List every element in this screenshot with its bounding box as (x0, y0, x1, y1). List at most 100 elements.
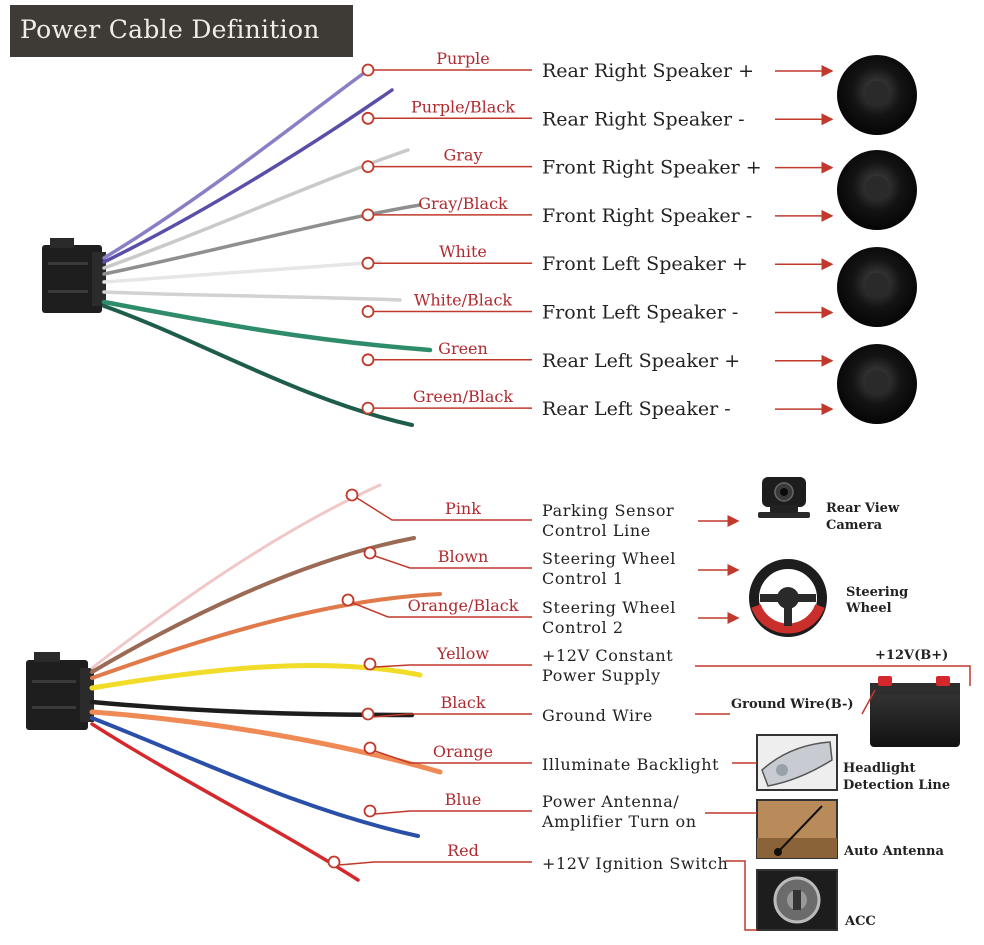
wire-color-label: Purple (436, 49, 490, 68)
camera-icon (758, 477, 810, 518)
power-function-label: Amplifier Turn on (541, 812, 697, 831)
line-12v-constant (695, 665, 971, 686)
power-function-label: Control 2 (542, 618, 624, 637)
wire-pink (90, 483, 382, 670)
connection-marker (327, 855, 341, 869)
connection-marker (341, 593, 355, 607)
wire-color-label: Blue (445, 790, 482, 809)
ignition-icon (756, 869, 838, 931)
connection-marker (361, 707, 375, 721)
speaker-icon-front-left (837, 247, 917, 327)
wire-color-label: Gray/Black (418, 194, 508, 213)
power-function-label: Ground Wire (542, 706, 653, 725)
headlight-icon (756, 734, 838, 791)
speaker-function-label: Rear Right Speaker + (542, 60, 754, 82)
wire-white (102, 260, 382, 284)
battery-ground-label: Ground Wire(B-) (731, 697, 854, 712)
connection-marker (361, 401, 375, 415)
leader-line (372, 713, 532, 718)
power-connector (26, 652, 94, 730)
wire-color-label: Black (440, 693, 485, 712)
leader-line (374, 664, 532, 668)
connection-marker (363, 546, 377, 560)
speaker-function-label: Front Right Speaker - (542, 205, 752, 227)
headlight-label-1: Headlight (843, 761, 916, 776)
wire-color-label: Orange/Black (408, 596, 519, 615)
wire-gray-black (102, 203, 422, 276)
wire-yellow (89, 663, 423, 691)
leader-line (374, 555, 532, 569)
connection-marker (361, 160, 375, 174)
wire-color-label: Blown (438, 547, 489, 566)
leader-line (374, 810, 532, 815)
speaker-wires (101, 68, 433, 427)
connection-marker (363, 804, 377, 818)
connection-marker (361, 256, 375, 270)
steering-wheel-icon (749, 559, 827, 637)
wire-purple-black (102, 88, 394, 264)
speaker-function-label: Rear Left Speaker - (542, 398, 731, 420)
power-function-label: Control Line (542, 521, 651, 540)
acc-label: ACC (844, 914, 876, 929)
speaker-function-label: Front Left Speaker + (542, 253, 748, 275)
speaker-function-label: Rear Left Speaker + (542, 350, 740, 372)
speaker-icon-rear-right (837, 55, 917, 135)
wire-color-label: Green (438, 339, 488, 358)
wire-white-black (102, 290, 402, 302)
wire-blue (90, 716, 420, 838)
connection-marker (345, 488, 359, 502)
speaker-function-label: Front Right Speaker + (542, 157, 762, 179)
wire-color-label: Green/Black (413, 387, 513, 406)
wire-color-label: Yellow (436, 644, 490, 663)
antenna-label: Auto Antenna (843, 844, 944, 859)
speaker-icon-front-right (837, 150, 917, 230)
leader-line (374, 750, 532, 764)
power-function-label: Illuminate Backlight (542, 755, 719, 774)
speaker-function-label: Rear Right Speaker - (542, 108, 745, 130)
battery-icon (870, 676, 960, 747)
leader-line (356, 497, 532, 521)
connection-marker (361, 353, 375, 367)
speaker-connector (42, 238, 106, 313)
wire-orange-black (90, 592, 442, 680)
connection-marker (361, 208, 375, 222)
wire-color-label: White/Black (414, 291, 513, 310)
speaker-function-label: Front Left Speaker - (542, 302, 738, 324)
title-bar: Power Cable Definition (10, 5, 353, 57)
steering-label-2: Wheel (845, 601, 892, 616)
connection-marker (363, 741, 377, 755)
power-function-label: Parking Sensor (542, 501, 674, 520)
power-wires (89, 483, 443, 882)
power-function-label: Power Supply (542, 666, 661, 685)
power-row-red: Red +12V Ignition Switch (327, 841, 728, 873)
power-function-label: +12V Ignition Switch (542, 854, 728, 873)
power-function-label: Steering Wheel (542, 598, 676, 617)
device-connectors (695, 515, 971, 931)
wire-color-label: White (439, 242, 487, 261)
wire-brown (90, 536, 416, 674)
power-function-label: Steering Wheel (542, 549, 676, 568)
wire-color-label: Red (447, 841, 479, 860)
connection-marker (361, 63, 375, 77)
power-function-label: +12V Constant (542, 646, 673, 665)
leader-line (338, 861, 532, 866)
wire-orange (89, 709, 443, 775)
antenna-icon (756, 799, 838, 859)
wire-color-label: Orange (433, 742, 493, 761)
